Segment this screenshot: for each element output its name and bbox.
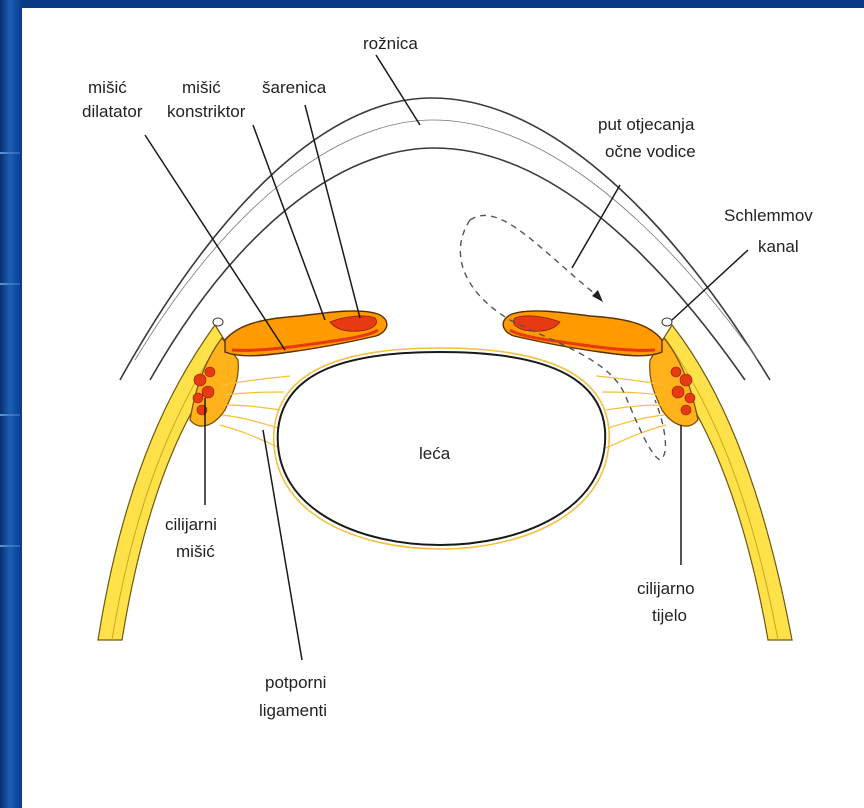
label-misic-dilatator-line1: mišić	[88, 78, 127, 97]
aqueous-outflow-path-top	[470, 215, 600, 298]
leader-line-roznica	[376, 55, 420, 125]
label-potporni-line1: potporni	[265, 673, 326, 692]
leader-line-schlemmov	[672, 250, 748, 320]
label-sarenica: šarenica	[262, 78, 327, 97]
label-cilijarni-misic-line1: cilijarni	[165, 515, 217, 534]
label-misic-konstriktor-line2: konstriktor	[167, 102, 246, 121]
label-cilijarni-misic-line2: mišić	[176, 542, 215, 561]
label-leca: leća	[419, 444, 451, 463]
leader-line-dilatator	[145, 135, 285, 350]
label-put-otjecanja-line2: očne vodice	[605, 142, 696, 161]
label-misic-konstriktor-line1: mišić	[182, 78, 221, 97]
leader-line-konstriktor	[253, 125, 325, 320]
label-schlemmov-line1: Schlemmov	[724, 206, 813, 225]
label-cilijarno-tijelo-line2: tijelo	[652, 606, 687, 625]
label-cilijarno-tijelo-line1: cilijarno	[637, 579, 695, 598]
leader-line-put-otjecanja	[572, 185, 620, 268]
label-potporni-line2: ligamenti	[259, 701, 327, 720]
schlemm-canal-right	[662, 318, 672, 326]
label-roznica: rožnica	[363, 34, 418, 53]
label-put-otjecanja-line1: put otjecanja	[598, 115, 695, 134]
label-misic-dilatator-line2: dilatator	[82, 102, 143, 121]
label-schlemmov-line2: kanal	[758, 237, 799, 256]
arrow-head-icon	[592, 290, 603, 302]
schlemm-canal-left	[213, 318, 223, 326]
